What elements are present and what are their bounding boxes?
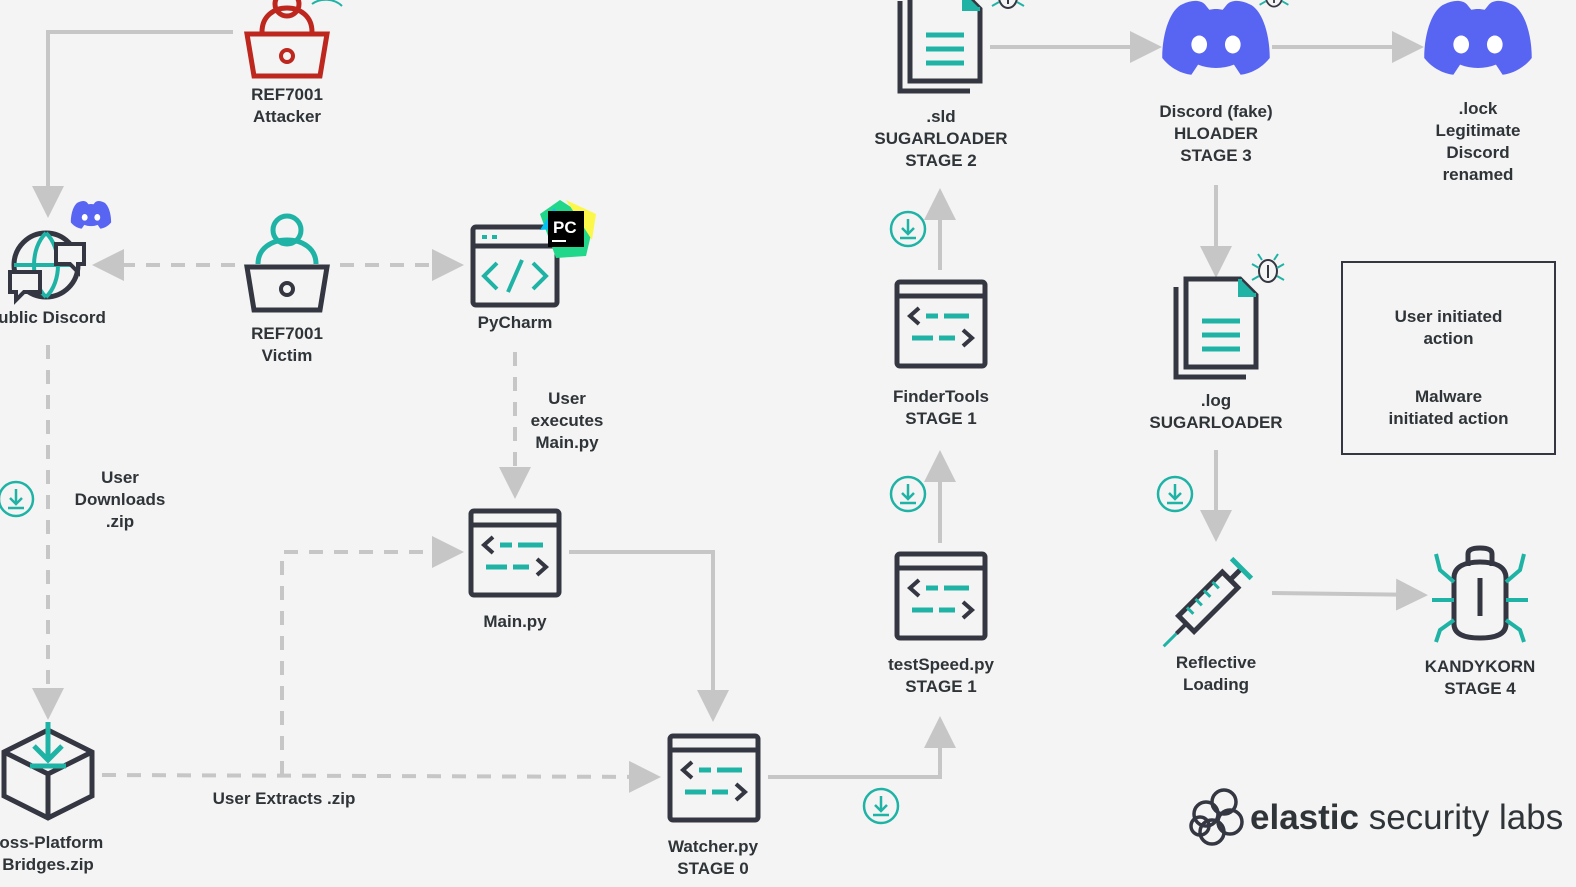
- victim-icon: [244, 213, 330, 313]
- arrow-attacker-to-discord: [32, 30, 233, 218]
- findertools-script-icon: [897, 282, 985, 366]
- code-window-icon: [470, 224, 560, 308]
- discord-fake-bug-icon: [1258, 0, 1290, 8]
- globe-chat-icon: [8, 230, 86, 305]
- arrow-zip-to-mainpy: [280, 536, 464, 775]
- elastic-logo-icon: [1189, 788, 1244, 846]
- attacker-icon: [244, 0, 343, 79]
- watcher-script-icon: [670, 736, 758, 820]
- pycharm-logo-icon: PC: [540, 200, 596, 258]
- download-icon-testspeed: [889, 475, 927, 513]
- arrow-watcher-to-testspeed: [768, 716, 956, 779]
- sld-bug-icon: [991, 0, 1025, 9]
- download-icon-findertools: [889, 210, 927, 248]
- arrow-zip-to-watcher: [101, 760, 661, 793]
- elastic-security-labs-brand: elastic security labs: [1186, 788, 1566, 850]
- discord-small-icon: [70, 200, 112, 229]
- public-discord-label: ublic Discord: [0, 308, 106, 327]
- log-bug-icon: [1251, 253, 1285, 283]
- pycharm-badge: PC: [553, 218, 577, 237]
- syringe-icon: [1162, 556, 1254, 648]
- sld-document-icon: [900, 0, 980, 91]
- brand-text: elastic security labs: [1250, 798, 1563, 838]
- kandykorn-bug-icon: [1432, 545, 1528, 643]
- dashed-arrows: [32, 249, 661, 793]
- pycharm-label: PyCharm: [477, 313, 553, 332]
- edge-label-user-extracts: User Extracts .zip: [212, 789, 356, 808]
- arrow-mainpy-to-watcher: [569, 550, 729, 722]
- testspeed-script-icon: [897, 554, 985, 638]
- brand-text-elastic: elastic: [1250, 798, 1359, 837]
- mainpy-script-icon: [471, 511, 559, 595]
- package-icon: [1, 722, 95, 821]
- download-icon-log: [1156, 475, 1194, 513]
- log-document-icon: [1176, 279, 1256, 377]
- arrow-reflective-to-kandykorn: [1271, 578, 1428, 611]
- mainpy-label: Main.py: [483, 612, 547, 631]
- discord-fake-icon: [1162, 0, 1270, 75]
- discord-lock-icon: [1424, 0, 1532, 75]
- download-icon-zip: [0, 480, 35, 518]
- download-icon-watcher: [862, 787, 900, 825]
- brand-text-security-labs: security labs: [1358, 798, 1564, 837]
- solid-arrows: [32, 30, 1428, 779]
